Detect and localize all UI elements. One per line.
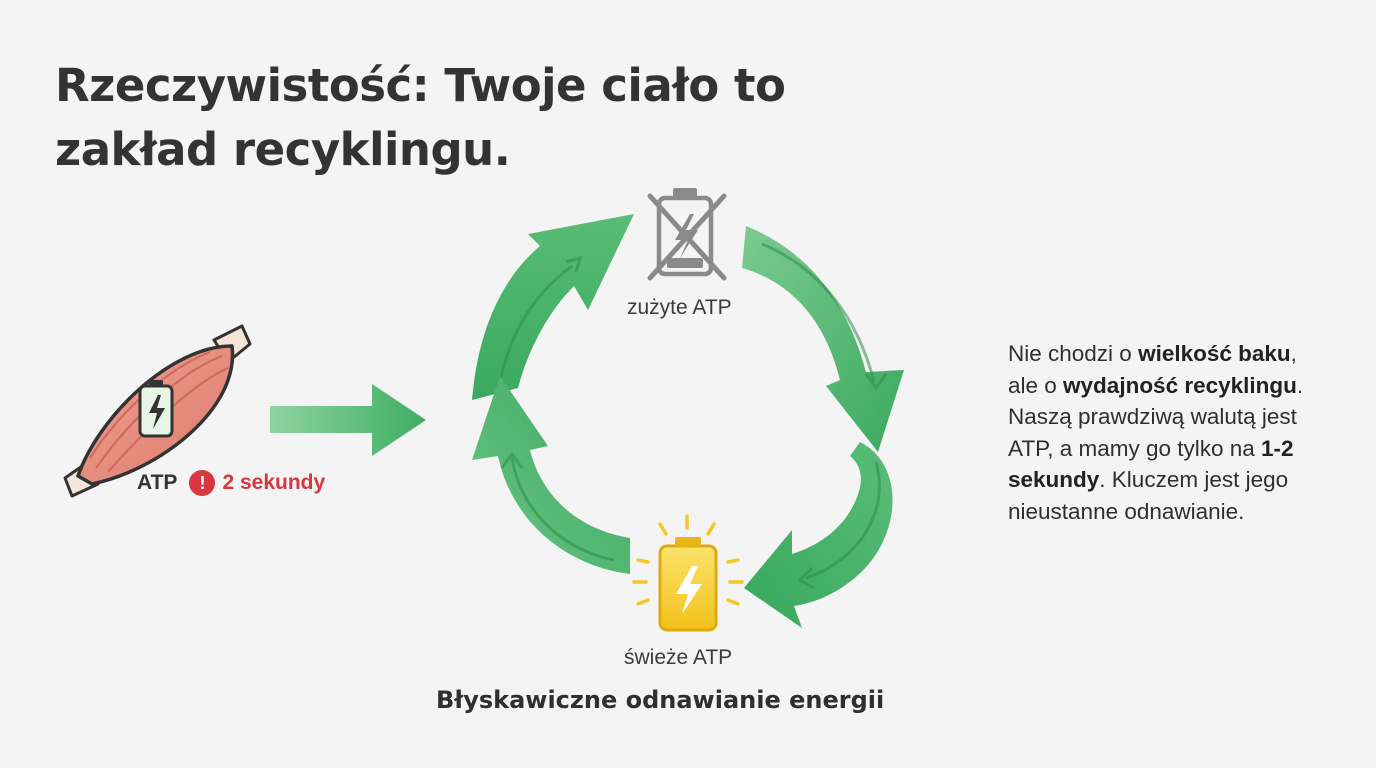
diagram-caption: Błyskawiczne odnawianie energii xyxy=(436,686,884,714)
emphasis-duration-number: 1-2 xyxy=(1261,436,1294,461)
emphasis-recycling-efficiency: wydajność recyklingu xyxy=(1063,373,1297,398)
explanation-text-part: nieustanne odnawianie. xyxy=(1008,499,1244,524)
flow-arrow xyxy=(270,384,426,456)
battery-charged-icon xyxy=(634,516,742,630)
explanation-text-part: ale o xyxy=(1008,373,1063,398)
explanation-text-part: . Kluczem jest jego xyxy=(1099,467,1288,492)
battery-depleted-icon xyxy=(650,188,724,278)
explanation-text-part: . xyxy=(1297,373,1303,398)
fresh-atp-label: świeże ATP xyxy=(624,646,732,670)
explanation-text-part: Naszą prawdziwą walutą jest xyxy=(1008,404,1297,429)
warning-icon: ! xyxy=(189,470,215,496)
cycle-arrow-lower-left xyxy=(472,376,630,574)
cycle-arrow-lower-right xyxy=(744,442,893,628)
explanation-text-part: , xyxy=(1291,341,1297,366)
explanation-text: Nie chodzi o wielkość baku, ale o wydajn… xyxy=(1008,338,1338,527)
cycle-arrow-upper-left xyxy=(472,214,634,400)
emphasis-duration-unit: sekundy xyxy=(1008,467,1099,492)
explanation-text-part: Nie chodzi o xyxy=(1008,341,1138,366)
emphasis-tank-size: wielkość baku xyxy=(1138,341,1291,366)
depleted-atp-label: zużyte ATP xyxy=(627,296,732,320)
explanation-text-part: ATP, a mamy go tylko na xyxy=(1008,436,1261,461)
cycle-arrow-upper-right xyxy=(742,226,904,452)
atp-duration-row: ATP ! 2 sekundy xyxy=(137,470,325,496)
atp-duration-text: 2 sekundy xyxy=(222,471,325,495)
atp-label: ATP xyxy=(137,471,177,495)
